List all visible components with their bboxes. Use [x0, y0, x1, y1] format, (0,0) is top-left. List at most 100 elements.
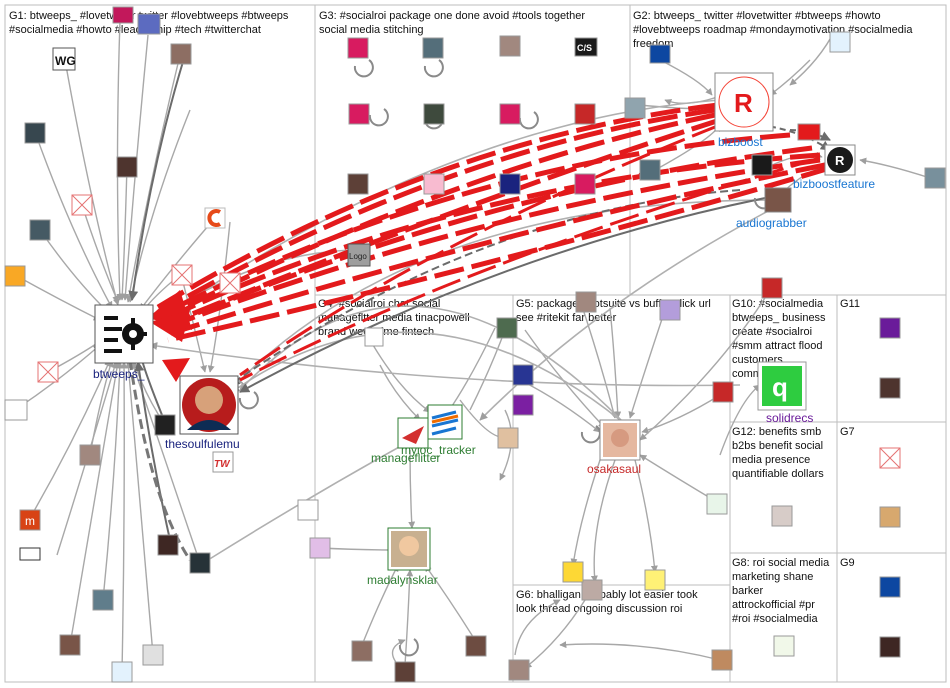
icon-tiles: WG Logo TW m C/S: [19, 37, 598, 583]
avatar-tile[interactable]: [79, 444, 101, 466]
avatar-tile[interactable]: [879, 506, 901, 528]
avatar-tile[interactable]: [496, 317, 518, 339]
missing-image-icon[interactable]: [71, 194, 93, 216]
hub-label-thesoulfulemu: thesoulfulemu: [165, 437, 240, 451]
avatar-tile[interactable]: [711, 649, 733, 671]
group-box-g1: [4, 4, 316, 683]
red-arrowheads: [148, 290, 192, 382]
avatar-tile[interactable]: [423, 103, 445, 125]
avatar-tile[interactable]: [761, 277, 783, 299]
hub-osakasaul[interactable]: [599, 419, 641, 461]
avatar-tile[interactable]: [92, 589, 114, 611]
m-tile[interactable]: [19, 509, 41, 531]
avatar-tile[interactable]: [706, 493, 728, 515]
avatar-tile[interactable]: [644, 569, 666, 591]
avatar-tile[interactable]: [154, 414, 176, 436]
avatar-tile[interactable]: [137, 13, 161, 35]
avatar-tile[interactable]: [423, 173, 445, 195]
avatar-tile[interactable]: [574, 173, 596, 195]
hub-myloc-tracker[interactable]: [427, 404, 463, 440]
solidrecs-logo: q: [772, 372, 788, 402]
hub-label-bizboost: bizboost: [718, 135, 763, 149]
avatar-tile[interactable]: [581, 579, 603, 601]
avatar-tile[interactable]: [924, 167, 946, 189]
avatar-tile[interactable]: [111, 661, 133, 683]
avatar-tile[interactable]: [879, 377, 901, 399]
avatar-tile[interactable]: [364, 327, 384, 347]
avatar-tile[interactable]: [351, 640, 373, 662]
avatar-tile[interactable]: [879, 576, 901, 598]
avatar-tile[interactable]: [499, 35, 521, 57]
red-arrowhead-btweeps-2: [150, 310, 190, 342]
avatar-tile[interactable]: [574, 103, 596, 125]
avatar-tile[interactable]: [879, 636, 901, 658]
group-titles: G1: btweeps_ #lovetwitter twitter #loveb…: [9, 10, 913, 625]
hub-solidrecs[interactable]: q: [757, 361, 807, 411]
hub-btweeps[interactable]: [94, 304, 154, 364]
group-title-g2: G2: btweeps_ twitter #lovetwitter #btwee…: [633, 10, 913, 50]
avatar-tile[interactable]: [394, 661, 416, 683]
avatar-tile[interactable]: [59, 634, 81, 656]
avatar-tile[interactable]: [170, 43, 192, 65]
group-title-g9: G9: [840, 557, 855, 569]
group-box-g6: [512, 584, 731, 683]
avatar-tile[interactable]: [497, 427, 519, 449]
avatar-tile[interactable]: [29, 219, 51, 241]
avatar-tile[interactable]: [659, 299, 681, 321]
avatar-tile[interactable]: [512, 364, 534, 386]
wg-logo-tile[interactable]: [52, 47, 76, 71]
avatar-tile[interactable]: [347, 173, 369, 195]
avatar-tile[interactable]: [499, 103, 521, 125]
avatar-tile[interactable]: [771, 505, 793, 527]
hub-thesoulfulemu[interactable]: [179, 375, 239, 435]
avatar-tile[interactable]: [624, 97, 646, 119]
avatar-tile[interactable]: [712, 381, 734, 403]
avatar-tile[interactable]: [499, 173, 521, 195]
avatar-tile[interactable]: [112, 6, 134, 24]
hub-manageflitter[interactable]: [397, 417, 429, 449]
cxs-tile[interactable]: [574, 37, 598, 57]
avatar-tile[interactable]: [4, 399, 28, 421]
missing-image-icon[interactable]: [37, 361, 59, 383]
avatar-tile[interactable]: [24, 122, 46, 144]
sunglasses-tile[interactable]: [562, 561, 584, 583]
avatar-tile[interactable]: [797, 123, 821, 141]
avatar-tile[interactable]: [879, 317, 901, 339]
avatar-tile[interactable]: [116, 156, 138, 178]
avatar-tile[interactable]: [773, 635, 795, 657]
tw-tile[interactable]: [212, 451, 234, 473]
avatar-tile[interactable]: [189, 552, 211, 574]
avatar-tile[interactable]: [422, 37, 444, 59]
avatar-tile[interactable]: [575, 291, 597, 313]
group-title-g3: G3: #socialroi package one done avoid #t…: [319, 10, 585, 36]
missing-image-icon[interactable]: [219, 272, 241, 294]
avatar-tile[interactable]: [309, 537, 331, 559]
avatar-tile[interactable]: [465, 635, 487, 657]
avatar-tile[interactable]: [347, 37, 369, 59]
hub-madalynsklar[interactable]: [387, 527, 431, 571]
avatar-tile[interactable]: [508, 659, 530, 681]
avatar-tile[interactable]: [829, 31, 851, 53]
missing-image-icon[interactable]: [171, 264, 193, 286]
avatar-tile[interactable]: [348, 103, 370, 125]
avatar-tile[interactable]: [512, 394, 534, 416]
hub-bizboostfeature[interactable]: R: [824, 144, 856, 176]
avatar-tile[interactable]: [639, 159, 661, 181]
tw-tile-label: TW: [214, 459, 231, 470]
missing-image-icon[interactable]: [879, 447, 901, 469]
logo-tile[interactable]: [347, 243, 371, 267]
avatar-tile[interactable]: [751, 154, 773, 176]
avatar-tile[interactable]: [19, 547, 41, 561]
group-title-g7: G7: [840, 426, 855, 438]
sound-tile[interactable]: [297, 499, 319, 521]
avatar-tile[interactable]: [4, 265, 26, 287]
hub-audiograbber[interactable]: [764, 187, 792, 213]
avatar-tile[interactable]: [157, 534, 179, 556]
avatar-tile[interactable]: [142, 644, 164, 666]
hub-bizboost[interactable]: R: [714, 72, 774, 132]
wg-logo-label: WG: [55, 54, 76, 68]
avatar-tile[interactable]: [649, 44, 671, 64]
